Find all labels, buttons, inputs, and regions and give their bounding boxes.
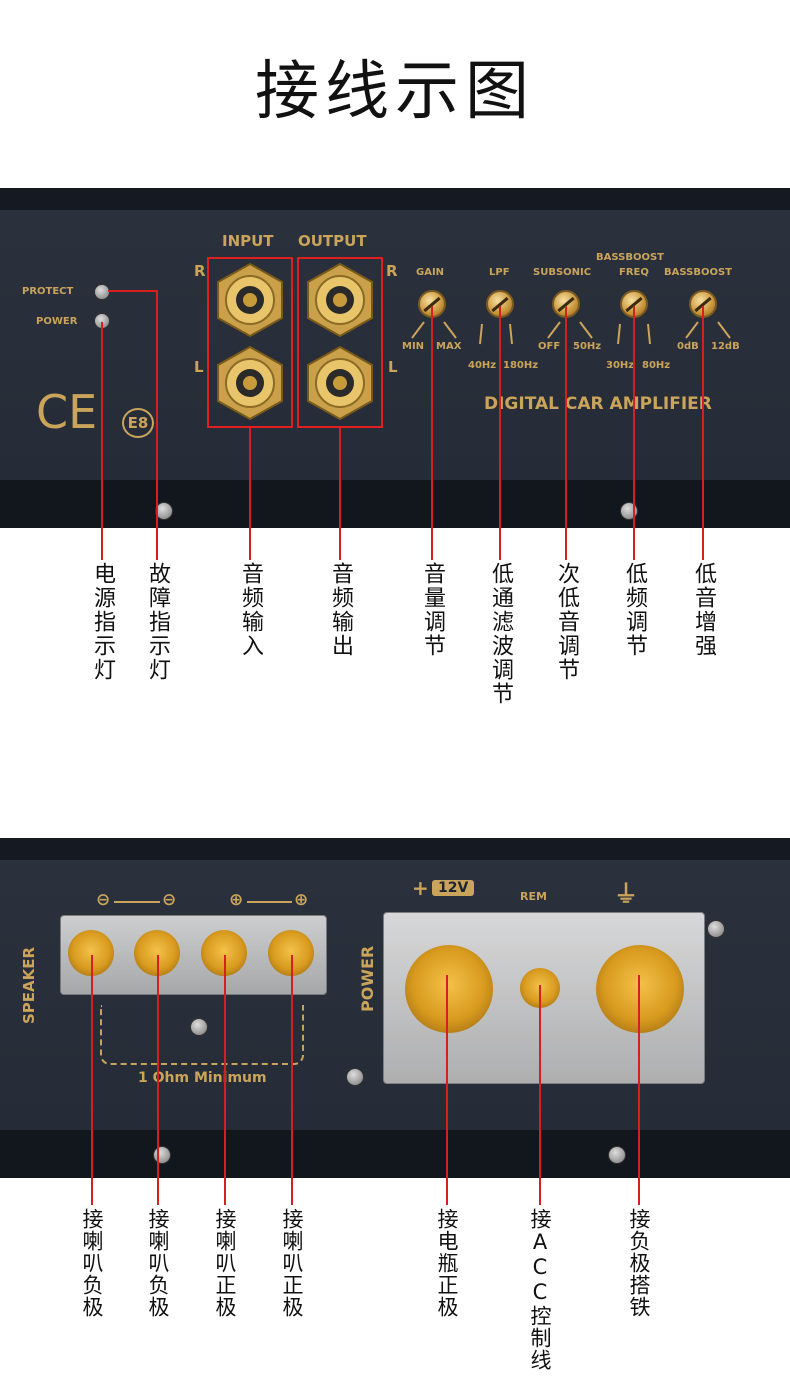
callout-line-lpf (499, 306, 501, 560)
channel-r-left: R (194, 262, 206, 280)
callout-freq: 低频调节 (622, 562, 647, 658)
ce-mark: CE (36, 385, 98, 439)
brand-text: DIGITAL CAR AMPLIFIER (484, 394, 712, 414)
input-label: INPUT (222, 232, 274, 250)
channel-l-right: L (388, 358, 398, 376)
freq-max: 80Hz (642, 360, 671, 371)
knob-range-marks (411, 321, 731, 345)
callout-line-bassboost (702, 306, 704, 560)
gain-label: GAIN (416, 267, 445, 278)
bassboost-max: 12dB (711, 341, 740, 352)
callout-line-speaker-3 (224, 955, 226, 1205)
callout-line-protect-led (156, 290, 158, 560)
panel-screw (190, 1018, 208, 1036)
lpf-max: 180Hz (503, 360, 539, 371)
callout-line-subsonic (565, 306, 567, 560)
callout-audio-input: 音频输入 (238, 562, 263, 658)
callout-line-freq (633, 306, 635, 560)
power-label: POWER (36, 316, 78, 327)
ground-terminal[interactable] (596, 945, 684, 1033)
callout-line-battery (446, 975, 448, 1205)
page-title: 接线示图 (255, 55, 535, 129)
plus-connector (247, 901, 292, 903)
panel-screw (153, 1146, 171, 1164)
min-ohm-bracket (100, 1005, 304, 1065)
callout-line-ground (638, 975, 640, 1205)
freq-min: 30Hz (606, 360, 635, 371)
bassboost-label: BASSBOOST (664, 267, 732, 278)
callout-bassboost: 低音增强 (691, 562, 716, 658)
callout-line-rem (539, 985, 541, 1205)
minus-sign-1: ⊖ (96, 890, 111, 910)
battery-positive-terminal[interactable] (405, 945, 493, 1033)
callout-speaker-neg-2: 接喇叭负极 (146, 1208, 170, 1318)
callout-subsonic: 次低音调节 (554, 562, 579, 682)
subsonic-max: 50Hz (573, 341, 602, 352)
rca-output-r[interactable] (302, 262, 378, 338)
callout-power-led: 电源指示灯 (90, 562, 115, 682)
callout-line-gain (431, 306, 433, 560)
bassboost-top-label: BASSBOOST (596, 252, 664, 263)
callout-speaker-pos-1: 接喇叭正极 (213, 1208, 237, 1318)
channel-l-left: L (194, 358, 204, 376)
rca-input-r[interactable] (212, 262, 288, 338)
panel-screw (346, 1068, 364, 1086)
rca-input-l[interactable] (212, 345, 288, 421)
callout-gain: 音量调节 (420, 562, 445, 658)
output-label: OUTPUT (298, 232, 367, 250)
protect-label: PROTECT (22, 286, 74, 297)
subsonic-min: OFF (538, 341, 561, 352)
callout-acc-control: 接ACC控制线 (528, 1208, 552, 1371)
freq-label: FREQ (619, 267, 649, 278)
minus-connector (114, 901, 160, 903)
callout-line-speaker-4 (291, 955, 293, 1205)
callout-line-power-led (101, 322, 103, 560)
rem-label: REM (520, 890, 547, 903)
min-ohm-label: 1 Ohm Minimum (138, 1070, 267, 1086)
rca-output-l[interactable] (302, 345, 378, 421)
panel-screw (155, 502, 173, 520)
callout-line-speaker-2 (157, 955, 159, 1205)
bassboost-min: 0dB (677, 341, 699, 352)
speaker-label: SPEAKER (20, 946, 38, 1024)
panel-screw (608, 1146, 626, 1164)
callout-line-speaker-1 (91, 955, 93, 1205)
callout-audio-output: 音频输出 (328, 562, 353, 658)
panel-screw (707, 920, 725, 938)
plus-sign: + (412, 876, 429, 900)
plus-sign-1: ⊕ (229, 890, 244, 910)
ground-symbol: ⏚ (614, 880, 638, 908)
panel-screw (620, 502, 638, 520)
subsonic-label: SUBSONIC (533, 267, 592, 278)
minus-sign-2: ⊖ (162, 890, 177, 910)
callout-protect-led: 故障指示灯 (145, 562, 170, 682)
callout-speaker-neg-1: 接喇叭负极 (80, 1208, 104, 1318)
protect-led (94, 284, 110, 300)
callout-line-output (339, 428, 341, 560)
power-label: POWER (358, 945, 377, 1012)
channel-r-right: R (386, 262, 398, 280)
gain-min: MIN (402, 341, 425, 352)
callout-ground: 接负极搭铁 (627, 1208, 651, 1318)
gain-max: MAX (436, 341, 462, 352)
plus-sign-2: ⊕ (294, 890, 309, 910)
output-group-box (297, 257, 383, 428)
callout-speaker-pos-2: 接喇叭正极 (280, 1208, 304, 1318)
e-mark: E8 (122, 408, 154, 438)
callout-line-protect-h (108, 290, 158, 292)
callout-lpf: 低通滤波调节 (488, 562, 513, 706)
callout-line-input (249, 428, 251, 560)
battery-badge: 12V (432, 880, 475, 896)
input-group-box (207, 257, 293, 428)
lpf-label: LPF (489, 267, 510, 278)
callout-battery-positive: 接电瓶正极 (435, 1208, 459, 1318)
lpf-min: 40Hz (468, 360, 497, 371)
